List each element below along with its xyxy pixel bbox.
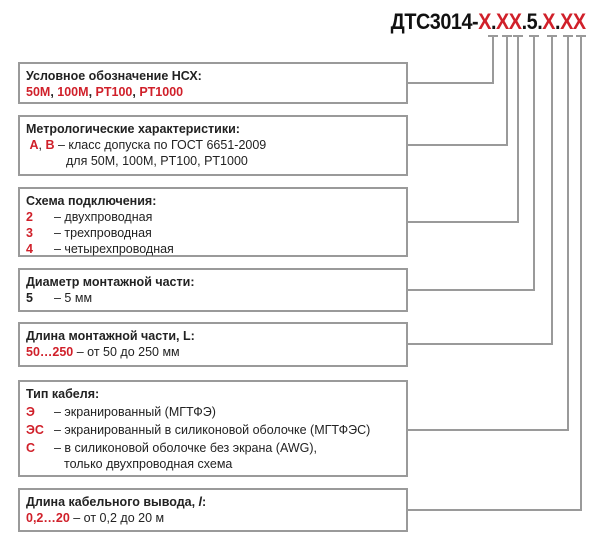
connector-7	[408, 35, 586, 511]
box-diameter: Диаметр монтажной части: 5– 5 мм	[18, 268, 408, 312]
box-nsh: Условное обозначение НСХ: 50М, 100М, PT1…	[18, 62, 408, 104]
connector-2	[408, 35, 512, 146]
box-length: Длина монтажной части, L: 50…250 – от 50…	[18, 322, 408, 367]
connector-6	[408, 35, 573, 431]
connector-4	[408, 35, 539, 291]
box-cable-length: Длина кабельного вывода, l: 0,2…20 – от …	[18, 488, 408, 532]
connector-5	[408, 35, 557, 345]
box-cable-type: Тип кабеля: Э– экранированный (МГТФЭ) ЭС…	[18, 380, 408, 477]
box-wiring: Схема подключения: 2– двухпроводная 3– т…	[18, 187, 408, 257]
model-code: ДТС3014-X.XX.5.X.XX	[391, 9, 586, 34]
connector-3	[408, 35, 523, 223]
box-metrology: Метрологические характеристики: А, В – к…	[18, 115, 408, 176]
connector-1	[408, 35, 498, 84]
